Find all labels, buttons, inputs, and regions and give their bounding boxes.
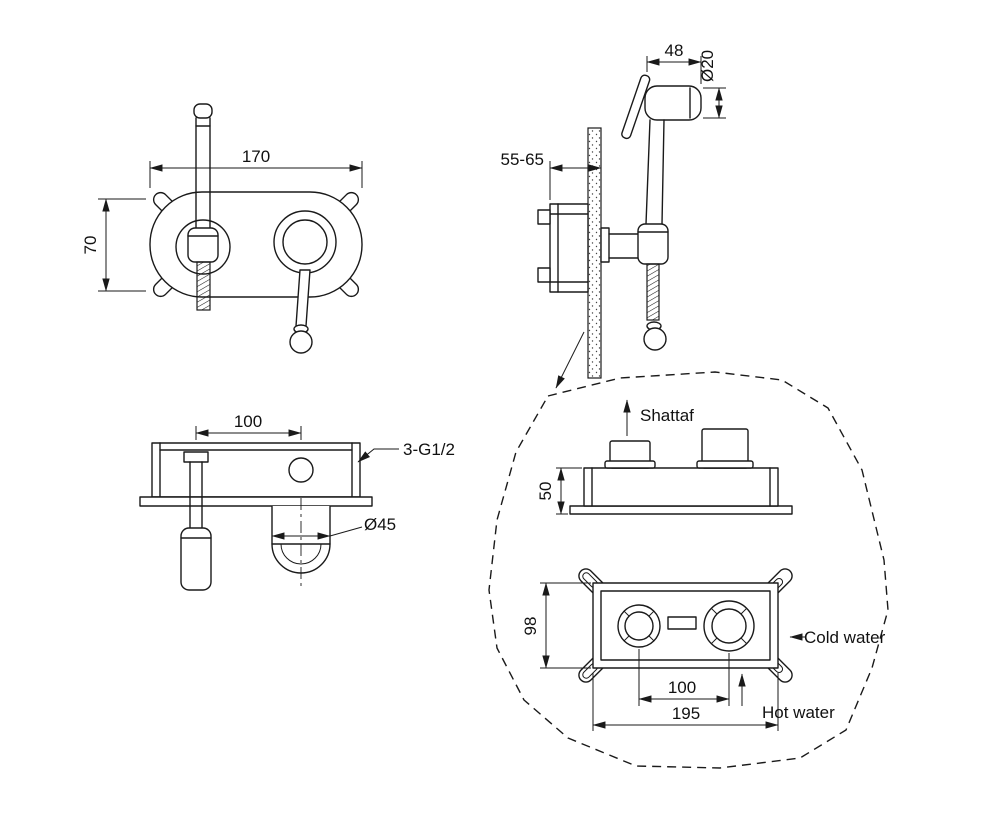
- box-inner-frame: [600, 590, 771, 661]
- hot-water-callout: Hot water: [738, 673, 835, 722]
- dim-head-offset: 48: [646, 41, 702, 84]
- dim-48-label: 48: [665, 41, 684, 60]
- box-front-outline: [592, 582, 779, 669]
- dim-box-height: 98: [521, 582, 591, 669]
- handle-paddle: [180, 527, 212, 591]
- box-base-plate: [569, 505, 793, 515]
- dim-98-label: 98: [521, 617, 540, 636]
- sprayer-head: [644, 85, 702, 121]
- detail-view: Shattaf 50: [488, 371, 889, 769]
- dim-100-label: 100: [668, 678, 696, 697]
- lever-ball-side: [643, 327, 667, 351]
- hot-water-label: Hot water: [762, 703, 835, 722]
- holder-cup-side: [637, 223, 669, 265]
- plan-view: 100 3-G1/2 Ø45: [139, 412, 455, 591]
- wall-section: [587, 127, 602, 379]
- dim-195-label: 195: [672, 704, 700, 723]
- valve-body-plan: [151, 442, 361, 498]
- dim-d45-label: Ø45: [364, 515, 396, 534]
- side-view: 55-65 48 Ø20: [501, 41, 726, 389]
- sprayer-cap: [193, 103, 213, 119]
- front-view: 170 70: [81, 103, 363, 354]
- dim-plan-spacing: 100: [195, 412, 302, 440]
- dim-box-width: 195: [592, 673, 779, 731]
- shattaf-label: Shattaf: [640, 406, 694, 425]
- dim-head-diameter: Ø20: [698, 50, 726, 119]
- sprayer-hose-side: [646, 263, 660, 321]
- dim-depth-range: 55-65: [501, 150, 602, 200]
- wall-bracket: [600, 227, 610, 263]
- thread-callout: 3-G1/2: [357, 440, 455, 463]
- mounting-flange: [139, 496, 373, 507]
- shattaf-sprayer-front: [175, 103, 231, 311]
- concealed-valve-side: [537, 203, 589, 293]
- trigger-lever: [621, 74, 651, 140]
- dim-spout-diameter: Ø45: [271, 515, 396, 540]
- dim-70-label: 70: [81, 236, 100, 255]
- left-valve-port: [617, 604, 661, 648]
- dim-d20-label: Ø20: [698, 50, 717, 82]
- dim-50-label: 50: [536, 482, 555, 501]
- mixer-knob-front: [273, 210, 337, 354]
- dim-100-plan-label: 100: [234, 412, 262, 431]
- right-valve-port: [703, 600, 755, 652]
- dim-170-label: 170: [242, 147, 270, 166]
- shattaf-sprayer-side: [600, 74, 702, 351]
- dim-port-spacing: 100: [638, 649, 730, 706]
- sprayer-hose: [196, 261, 211, 311]
- detail-leader-line: [555, 331, 585, 389]
- dim-box-depth: 50: [536, 467, 582, 515]
- dim-front-height: 70: [81, 198, 146, 292]
- box-body-side: [583, 467, 779, 507]
- cold-water-label: Cold water: [804, 628, 886, 647]
- detail-cloud-outline: [488, 371, 889, 769]
- lever-ball: [289, 330, 313, 354]
- thread-label: 3-G1/2: [403, 440, 455, 459]
- wall-plate: [149, 191, 363, 298]
- dim-55-65-label: 55-65: [501, 150, 544, 169]
- roughin-box-front: 98 100 195 Cold water: [521, 568, 886, 731]
- holder-cup: [187, 227, 219, 263]
- roughin-box-side: Shattaf 50: [536, 399, 793, 515]
- dim-front-width: 170: [149, 147, 363, 188]
- cold-water-callout: Cold water: [789, 628, 886, 647]
- center-window: [667, 616, 697, 630]
